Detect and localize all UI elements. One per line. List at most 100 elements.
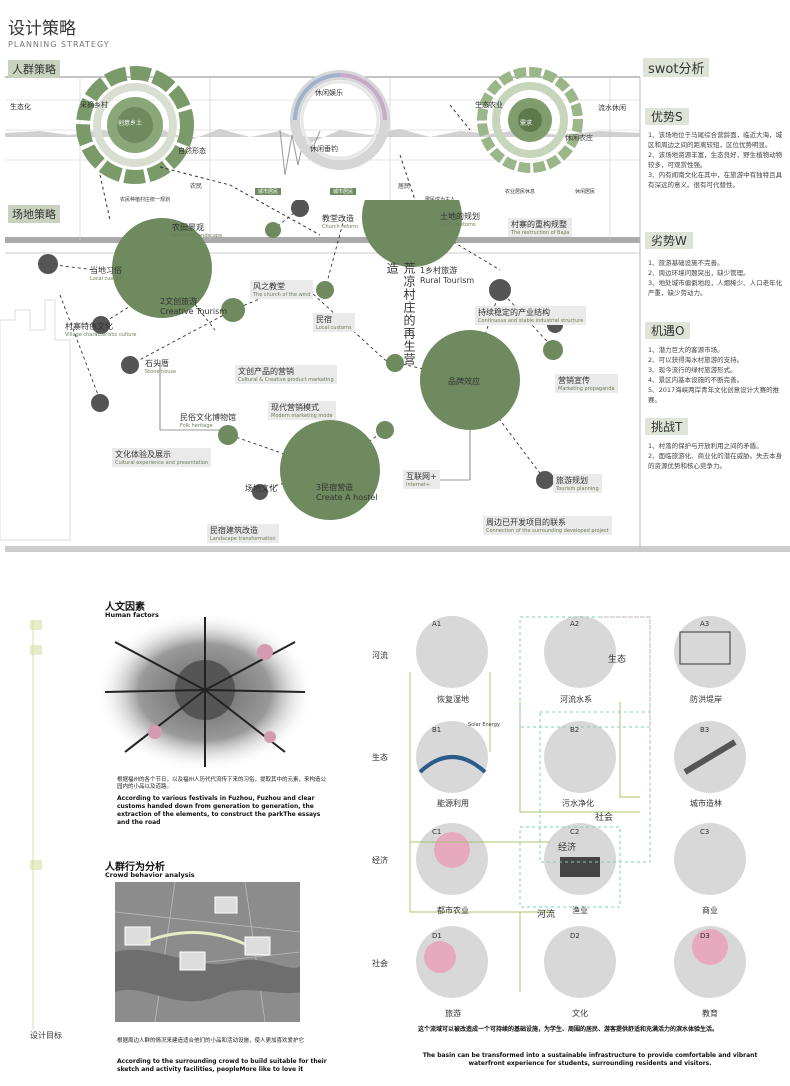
site-diagram — [0, 200, 563, 541]
crowd-bar-label: 城市居民 — [255, 188, 282, 195]
matrix-cell-id: D2 — [570, 932, 580, 940]
matrix-cell-label: 河流水系 — [560, 695, 592, 704]
crowd-bar-label: 农业居民休息 — [505, 189, 536, 195]
human-factors-text-en: According to various festivals in Fuzhou… — [117, 795, 321, 826]
matrix-cell-id: D1 — [432, 932, 442, 940]
swot-opportunity-list: 1、潜力巨大的客源市场。 2、可以获得海水村旅游的支持。 3、现今流行的绿村旅游… — [648, 346, 780, 404]
matrix-row-label: 河流 — [372, 651, 388, 660]
matrix-cell-label: 防洪堤岸 — [690, 695, 722, 704]
matrix-floating-label: 生态 — [608, 655, 627, 665]
matrix-row-label: 生态 — [372, 753, 388, 762]
matrix-cell-label: 都市农业 — [437, 906, 469, 915]
page-subtitle: PLANNING STRATEGY — [8, 40, 110, 49]
crowd-label: 生态化 — [10, 103, 31, 111]
crowd-bar-label: 居民 — [398, 183, 411, 190]
matrix-cell-label: 恢复湿地 — [437, 695, 469, 704]
swot-threat-list: 1、村落的保护与开放利用之间的矛盾。 2、面临旅游化、商业化的潜在威胁。失去本身… — [648, 442, 783, 470]
design-goal-label: 设计目标 — [30, 1031, 62, 1040]
solar-energy-label: Solar Energy — [468, 722, 500, 728]
matrix-cell-label: 城市造林 — [690, 799, 722, 808]
crowd-behavior-text-en: According to the surrounding crowd to bu… — [117, 1058, 327, 1073]
crowd-label: 休闲农庄 — [565, 134, 593, 142]
crowd-behavior-map — [115, 882, 300, 1022]
crowd-bar-label: 休闲居民 — [575, 189, 596, 195]
site-node: 品牌效应 — [448, 377, 480, 386]
swot-threat-heading: 挑战T — [645, 418, 689, 435]
top-diagram — [5, 66, 790, 552]
matrix-floating-label: 经济 — [558, 843, 577, 853]
crowd-label: 流水休闲 — [598, 104, 626, 112]
human-factors-image — [95, 612, 315, 772]
site-node: 场地文化 — [245, 484, 277, 493]
matrix-cell-id: B2 — [570, 726, 580, 734]
crowd-label: 需求 — [520, 120, 533, 127]
matrix-text-en: The basin can be transformed into a sust… — [422, 1052, 758, 1067]
swot-weakness-heading: 劣势W — [645, 232, 693, 249]
matrix-cell-label: 商业 — [702, 906, 718, 915]
site-node: 互联网+Internet+ — [403, 470, 440, 489]
site-vertical-title: 荒凉村庄的再生营造 — [385, 262, 416, 366]
crowd-label: 创意乡土 — [118, 120, 143, 127]
matrix-cell-id: B1 — [432, 726, 442, 734]
crowd-behavior-title: 人群行为分析 — [105, 862, 165, 873]
site-strategy-tag: 场地策略 — [8, 205, 60, 223]
matrix-row-label: 经济 — [372, 856, 388, 865]
matrix-cell-id: A3 — [700, 620, 710, 628]
matrix-cell-id: A2 — [570, 620, 580, 628]
swot-title: swot分析 — [643, 58, 710, 77]
swot-strength-list: 1、该场地位于马尾综合营龄面，临近大海，城区和周边之间的距离较短，区位优势明显。… — [648, 131, 783, 189]
matrix-row-label: 社会 — [372, 959, 388, 968]
matrix-cell-label: 教育 — [702, 1009, 718, 1018]
goals-matrix — [409, 616, 746, 998]
crowd-bar-label: 农民 — [190, 183, 203, 190]
matrix-cell-label: 能源利用 — [437, 799, 469, 808]
matrix-floating-label: 社会 — [595, 813, 614, 823]
matrix-cell-id: B3 — [700, 726, 710, 734]
matrix-cell-label: 渔业 — [572, 906, 588, 915]
matrix-cell-label: 文化 — [572, 1009, 588, 1018]
matrix-cell-id: D3 — [700, 932, 710, 940]
matrix-cell-id: C3 — [700, 828, 710, 836]
crowd-bar-label: 农民种植村庄统一规划 — [120, 197, 171, 203]
matrix-cell-id: C1 — [432, 828, 442, 836]
human-factors-text-cn: 根据福州的各个节日，以及福州人历代代流传下来的习俗，提取其中的元素，来构造公园内… — [117, 777, 327, 790]
crowd-label: 休闲娱乐 — [315, 89, 343, 97]
crowd-label: 自然形态 — [178, 147, 206, 155]
crowd-behavior-title-en: Crowd behavior analysis — [105, 871, 195, 879]
crowd-label: 生态农业 — [475, 101, 503, 109]
crowd-strategy-tag: 人群策略 — [8, 60, 60, 78]
swot-weakness-list: 1、旅游基础设施不完善。 2、周边环境问题突出，缺少管理。 3、地处城市偏僻地段… — [648, 259, 783, 297]
human-factors-title-en: Human factors — [105, 611, 159, 619]
matrix-text-cn: 这个流域可以被改造成一个可持续的基础设施，为学生、周围的居民、游客提供舒适和充满… — [418, 1026, 719, 1033]
swot-strength-heading: 优势S — [645, 108, 689, 125]
matrix-floating-label: 河流 — [537, 910, 556, 920]
matrix-cell-id: A1 — [432, 620, 442, 628]
left-bracket — [30, 620, 42, 1030]
crowd-label: 休闲垂钓 — [310, 145, 338, 153]
crowd-behavior-text-cn: 根据周边人群的情况来建造适合他们的小品和活动设施，使人更加喜欢爱护它 — [117, 1038, 305, 1044]
crowd-bar-label: 城市居民 — [330, 188, 357, 195]
swot-opportunity-heading: 机遇O — [645, 322, 691, 339]
matrix-cell-label: 污水净化 — [562, 799, 594, 808]
matrix-cell-label: 旅游 — [445, 1009, 461, 1018]
